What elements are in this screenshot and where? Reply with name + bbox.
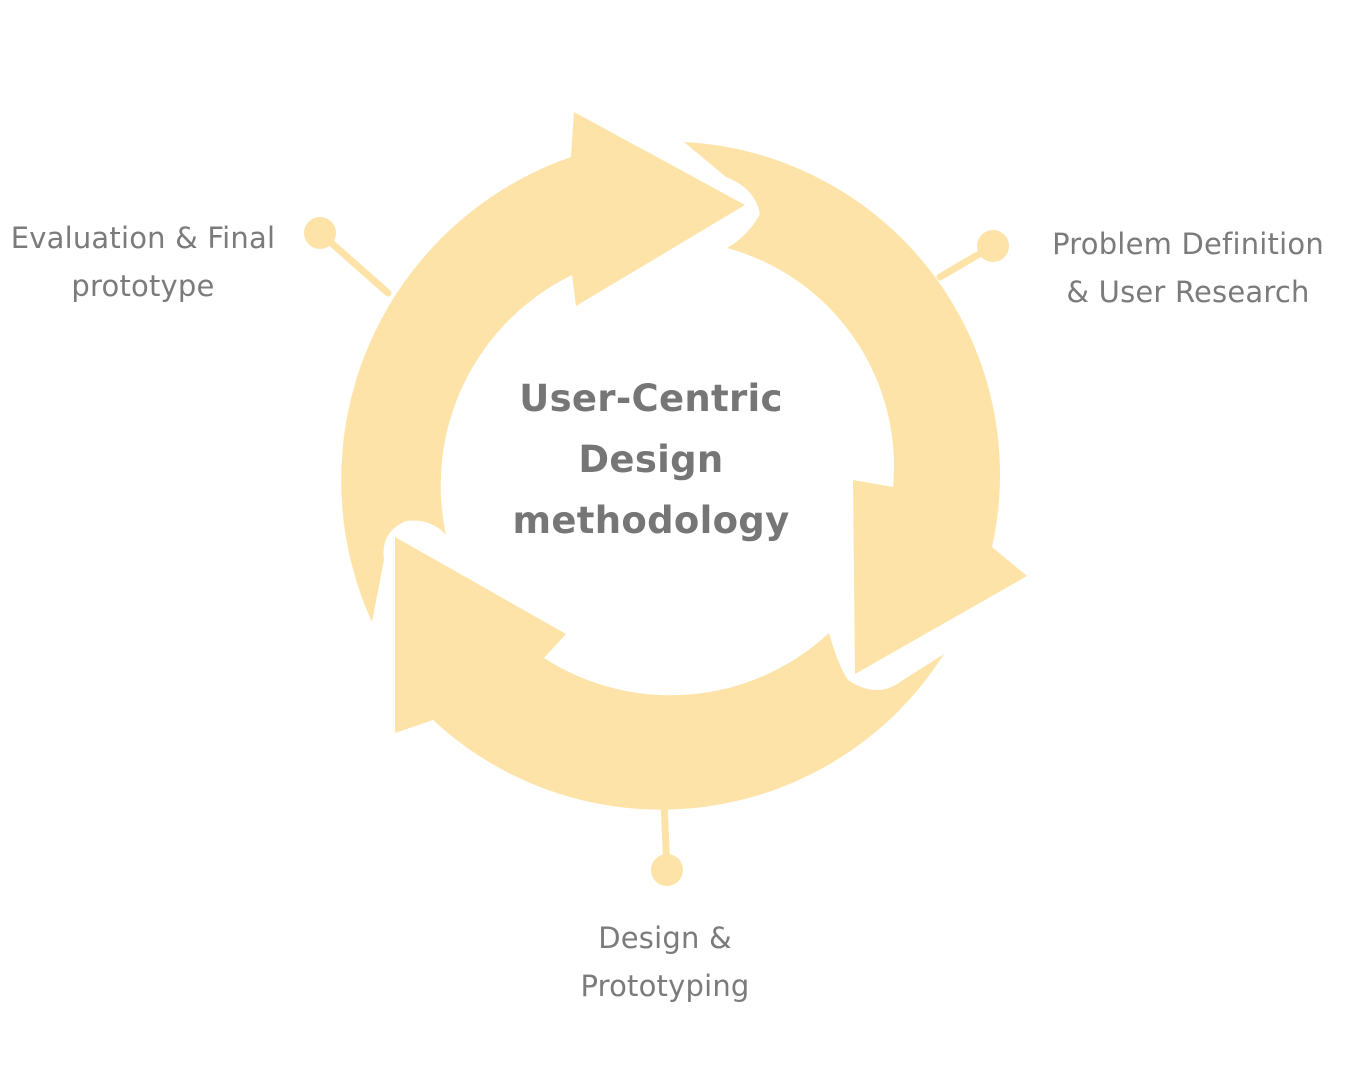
center-title-line3: methodology (512, 499, 790, 542)
stage-label-evaluation: Evaluation & Final prototype (0, 214, 286, 310)
stage-label-evaluation-line1: Evaluation & Final (10, 221, 276, 255)
dot-design (651, 854, 683, 886)
dot-evaluation (304, 217, 336, 249)
stage-label-problem-line2: & User Research (1066, 275, 1310, 309)
cycle-arrow-evaluation (341, 112, 745, 622)
center-title-line2: Design (578, 438, 724, 481)
stage-label-problem: Problem Definition & User Research (1030, 220, 1346, 316)
stage-label-design-line2: Prototyping (580, 969, 750, 1003)
stage-label-evaluation-line2: prototype (71, 269, 215, 303)
center-title: User-Centric Design methodology (470, 368, 832, 551)
center-title-line1: User-Centric (519, 377, 783, 420)
cycle-arrow-design (395, 537, 944, 810)
stage-label-design: Design & Prototyping (540, 914, 790, 1010)
cycle-arrow-problem (684, 142, 1027, 674)
stage-label-design-line1: Design & (598, 921, 732, 955)
stage-label-problem-line1: Problem Definition (1052, 227, 1324, 261)
dot-problem (977, 230, 1009, 262)
